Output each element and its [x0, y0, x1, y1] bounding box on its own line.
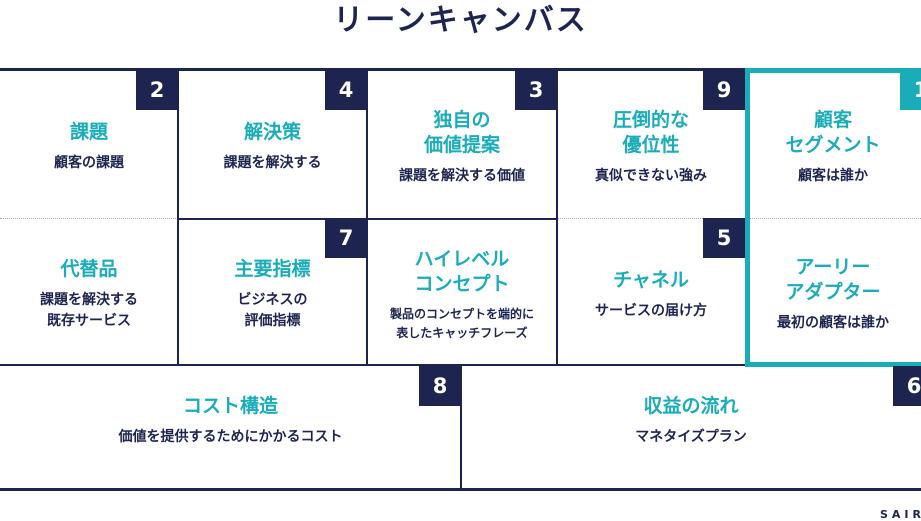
number-badge: 8 — [419, 366, 461, 406]
number-badge: 5 — [703, 218, 745, 258]
col-divider — [556, 70, 558, 365]
cell-solution: 解決策課題を解決する — [178, 70, 367, 218]
cell-heading: 代替品 — [60, 258, 118, 280]
row-divider — [557, 218, 747, 219]
cell-description: 課題を解決する 既存サービス — [40, 292, 138, 329]
cell-description: 製品のコンセプトを端的に 表したキャッチフレーズ — [389, 306, 534, 340]
cell-heading: 収益の流れ — [643, 395, 739, 417]
number-badge: 3 — [515, 70, 557, 110]
cell-heading: 主要指標 — [234, 258, 311, 280]
cell-problem: 課題顧客の課題 — [0, 70, 178, 218]
cell-heading: 課題 — [69, 121, 108, 143]
footer-logo: SAIR — [880, 508, 921, 521]
cell-description: 最初の顧客は誰か — [777, 315, 889, 331]
grid-top-line — [0, 68, 921, 71]
cell-description: 真似できない強み — [595, 167, 707, 184]
cell-channels: チャネルサービスの届け方 — [557, 218, 745, 365]
number-badge: 2 — [136, 70, 178, 110]
number-badge: 4 — [325, 70, 367, 110]
number-badge: 9 — [703, 70, 745, 110]
cell-description: 課題を解決する — [223, 155, 322, 171]
cell-key-metrics: 主要指標ビジネスの 評価指標 — [178, 218, 367, 365]
number-badge: 6 — [893, 366, 921, 406]
page-title: リーンキャンバス — [333, 3, 588, 38]
col-divider — [460, 366, 462, 489]
cell-heading: アーリー アダプター — [785, 256, 881, 303]
cell-unfair-advantage: 圧倒的な 優位性真似できない強み — [557, 70, 745, 218]
number-badge: 1 — [900, 70, 921, 110]
cell-alternatives: 代替品課題を解決する 既存サービス — [0, 218, 178, 365]
cell-description: 価値を提供するためにかかるコスト — [118, 429, 343, 445]
cell-unique-value: 独自の 価値提案課題を解決する価値 — [367, 70, 557, 218]
cell-heading: ハイレベル コンセプト — [414, 247, 510, 295]
cell-early-adopters: アーリー アダプター最初の顧客は誰か — [745, 218, 921, 365]
col-divider — [177, 70, 179, 365]
cell-description: ビジネスの 評価指標 — [237, 292, 308, 329]
cell-customer-segments: 顧客 セグメント顧客は誰か — [745, 70, 921, 218]
cell-heading: 顧客 セグメント — [785, 108, 881, 156]
row-divider — [178, 218, 557, 220]
row-divider — [0, 218, 178, 219]
cell-description: 課題を解決する価値 — [399, 167, 525, 184]
cell-heading: チャネル — [613, 268, 689, 291]
cell-heading: 独自の 価値提案 — [423, 108, 500, 156]
cell-heading: 解決策 — [243, 121, 301, 143]
number-badge: 7 — [325, 218, 367, 258]
cell-description: サービスの届け方 — [595, 302, 707, 319]
customer-segment-highlight — [745, 68, 921, 367]
cell-cost-structure: コスト構造価値を提供するためにかかるコスト — [0, 366, 461, 488]
cell-description: 顧客の課題 — [54, 155, 124, 171]
grid-bottom-line — [0, 488, 921, 491]
cell-high-level-concept: ハイレベル コンセプト製品のコンセプトを端的に 表したキャッチフレーズ — [367, 218, 557, 365]
grid-mid-line — [0, 364, 921, 366]
col-divider — [366, 70, 368, 365]
cell-heading: コスト構造 — [182, 395, 278, 417]
cell-revenue-streams: 収益の流れマネタイズプラン — [461, 366, 921, 488]
cell-description: 顧客は誰か — [798, 167, 868, 184]
cell-description: マネタイズプラン — [635, 429, 747, 445]
cell-heading: 圧倒的な 優位性 — [612, 108, 689, 156]
row-divider — [745, 218, 921, 219]
